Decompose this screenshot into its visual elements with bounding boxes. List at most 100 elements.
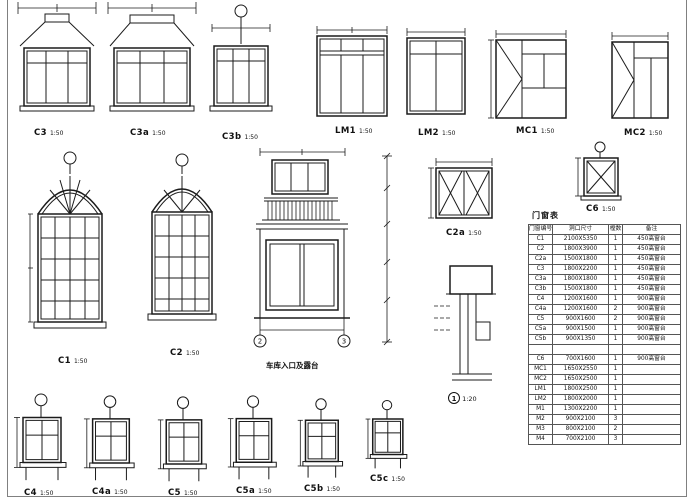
facade-caption: 车库入口及露台: [266, 361, 319, 370]
garage-entry-elevation: 2 3 车库入口及露台: [250, 148, 355, 370]
axis-bubble-icon: [63, 151, 77, 165]
drawing-code: C6: [586, 204, 599, 214]
axis-number: 2: [258, 338, 262, 346]
drawing-scale: 1:50: [326, 486, 340, 493]
drawing-code: C3b: [222, 132, 242, 142]
drawing-scale: 1:50: [258, 488, 272, 495]
c3b-drawing: [209, 4, 273, 112]
drawing-code: C4a: [92, 487, 112, 497]
schedule-title: 门窗表: [532, 211, 559, 220]
vdim-drawing: [382, 152, 392, 346]
drawing-scale: 1:50: [183, 490, 198, 497]
drawing-code: LM1: [335, 126, 356, 136]
c5c-drawing: [364, 399, 410, 473]
c5b-drawing: [296, 397, 346, 483]
axis-bubble-icon: [175, 153, 189, 167]
drawing-scale: 1:50: [244, 134, 258, 141]
drawing-scale: 1:50: [49, 130, 64, 137]
c5-drawing: [156, 395, 210, 487]
c5a-drawing: [226, 394, 280, 485]
drawing-scale: 1:50: [442, 130, 456, 137]
c6-drawing: [575, 141, 622, 201]
drawing-scale: 1:50: [391, 476, 405, 483]
drawing-code: C5b: [304, 484, 324, 494]
axis-bubble-icon: [594, 141, 606, 153]
drawing-code: C3: [34, 128, 47, 138]
leader-lines: [434, 305, 450, 331]
drawing-code: LM2: [418, 128, 439, 138]
vertical-dimension-line: [378, 152, 396, 348]
drawing-scale: 1:50: [152, 130, 166, 137]
drawing-code: C1: [58, 356, 71, 366]
drawing-code: C5a: [236, 486, 256, 496]
axis-number: 3: [342, 338, 346, 346]
schedule-row: [528, 344, 681, 355]
schedule-header-row: 门窗编号 洞口尺寸 樘数 备注: [528, 224, 681, 235]
wall-section-detail: 1 1:20: [430, 262, 502, 404]
drawing-code: C2: [170, 348, 183, 358]
drawing-scale: 1:50: [540, 128, 555, 135]
lm2-drawing: [406, 28, 466, 115]
drawing-scale: 1:50: [601, 206, 616, 213]
drawing-scale: 1:50: [73, 358, 88, 365]
axis-bubble-icon: [253, 334, 267, 348]
c4-drawing: [12, 392, 70, 486]
c2-drawing: [147, 153, 217, 321]
col-remark: 备注: [622, 224, 681, 235]
drawing-scale: 1:50: [114, 489, 128, 496]
col-size: 洞口尺寸: [552, 224, 609, 235]
railing-balusters: [267, 201, 333, 220]
axis-bubble-icon: [234, 4, 248, 18]
lm1-drawing: [316, 26, 388, 117]
col-code: 门窗编号: [528, 224, 553, 235]
col-count: 樘数: [608, 224, 623, 235]
drawing-scale: 1:50: [468, 230, 482, 237]
drawing-scale: 1:50: [185, 350, 200, 357]
drawing-scale: 1:50: [359, 128, 373, 135]
drawing-code: C2a: [446, 228, 466, 238]
